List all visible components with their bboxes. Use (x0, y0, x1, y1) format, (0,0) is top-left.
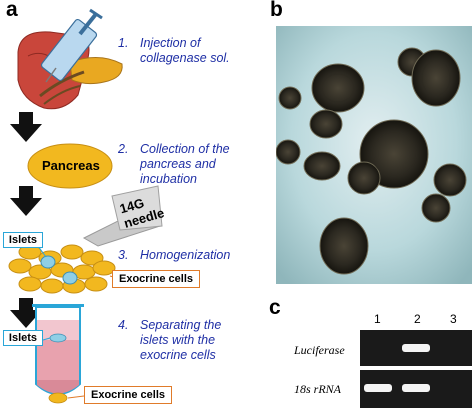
islet-cell (433, 163, 467, 197)
step-number: 2. (118, 142, 129, 156)
homogenized-cells (8, 244, 125, 294)
step-3: 3. Homogenization (118, 248, 230, 263)
step-text: Collection of the (140, 142, 230, 156)
gel-band (364, 384, 392, 392)
down-arrow-icon (10, 298, 42, 328)
lane-number: 1 (374, 312, 381, 326)
step-number: 1. (118, 36, 129, 50)
step-number: 3. (118, 248, 129, 262)
lane-number: 2 (414, 312, 421, 326)
step-text: exocrine cells (140, 348, 216, 362)
exocrine-cells-label-box: Exocrine cells (112, 270, 200, 288)
islet-cell (309, 109, 343, 139)
step-1: 1. Injection of collagenase sol. (118, 36, 230, 66)
islet-cell (421, 193, 451, 223)
step-text: Injection of (140, 36, 201, 50)
step-text: Separating the (140, 318, 222, 332)
islet-cell (411, 49, 461, 107)
lane-number: 3 (450, 312, 457, 326)
step-4: 4. Separating the islets with the exocrin… (118, 318, 221, 363)
panel-label-a: a (6, 0, 18, 21)
down-arrow-icon (10, 112, 42, 142)
islet-cell (278, 86, 302, 110)
step-text: collagenase sol. (140, 51, 230, 65)
gel-band (402, 384, 430, 392)
exocrine-cells-label-box: Exocrine cells (84, 386, 172, 404)
islet-cell (303, 151, 341, 181)
gel-band (402, 344, 430, 352)
panel-label-c: c (269, 296, 281, 319)
gel-image (360, 330, 472, 408)
islets-label-box: Islets (3, 330, 43, 346)
gel-row-label: 18s rRNA (294, 382, 342, 396)
islet-micrograph (276, 26, 472, 284)
islet-cell (319, 217, 369, 275)
pancreas-organ-small (39, 57, 123, 105)
separation-tube (32, 304, 85, 404)
gel-row-label: Luciferase (294, 343, 345, 357)
islet-cell (276, 139, 301, 165)
workflow-illustration (8, 8, 163, 404)
islet-cell (347, 161, 381, 195)
pancreas-shape (27, 143, 113, 189)
pancreas-label: Pancreas (42, 158, 100, 173)
down-arrow-icon (10, 186, 42, 216)
syringe-icon (40, 8, 103, 83)
needle-icon (82, 185, 163, 247)
islets-label-box: Islets (3, 232, 43, 248)
step-text: islets with the (140, 333, 216, 347)
panel-label-b: b (270, 0, 283, 21)
step-2: 2. Collection of the pancreas and incubat… (118, 142, 230, 187)
islet-cell (311, 63, 365, 113)
step-text: incubation (140, 172, 197, 186)
step-text: pancreas and (140, 157, 216, 171)
step-text: Homogenization (140, 248, 231, 262)
step-number: 4. (118, 318, 129, 332)
